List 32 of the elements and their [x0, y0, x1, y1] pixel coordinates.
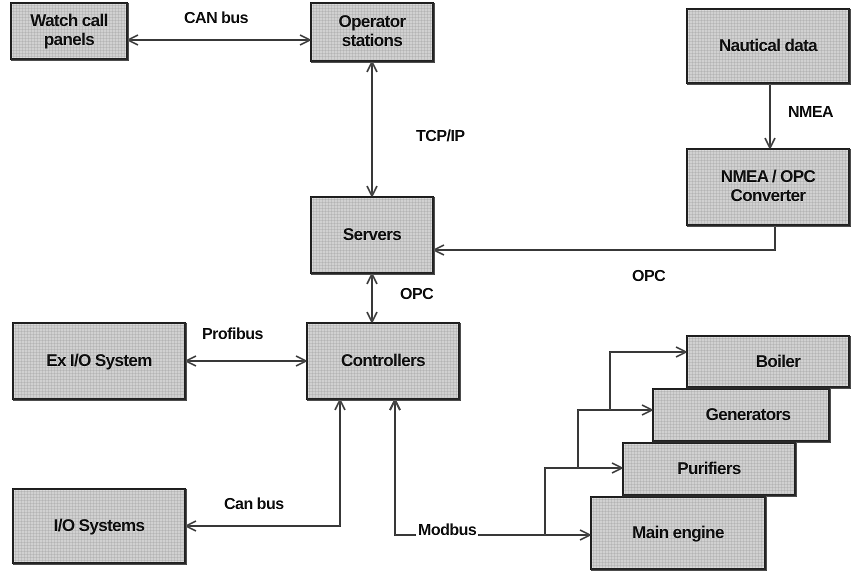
- process-box: [652, 388, 830, 442]
- connector-arrow: [389, 346, 687, 536]
- connector-arrow: [127, 34, 311, 46]
- process-box: [686, 335, 850, 388]
- node-label: Watch call panels: [29, 12, 109, 50]
- connector-arrow: [185, 355, 307, 367]
- process-box: [590, 496, 766, 570]
- process-box: [310, 196, 434, 274]
- node-label: Purifiers: [677, 460, 741, 478]
- process-box: [12, 322, 186, 400]
- process-box: [686, 148, 850, 226]
- connector-arrow: [433, 226, 776, 256]
- node-label: Nautical data: [718, 36, 817, 56]
- process-box: [686, 8, 850, 84]
- node-label: Operator stations: [338, 13, 407, 51]
- process-box: [10, 2, 128, 60]
- node-label: Main engine: [632, 524, 724, 542]
- process-box: [622, 442, 796, 496]
- node-label: Boiler: [756, 352, 800, 372]
- connector-arrow: [366, 61, 378, 197]
- connector-arrow: [185, 399, 346, 532]
- connector-arrow: [366, 273, 378, 323]
- connector-arrow: [764, 84, 776, 149]
- node-label: Servers: [342, 226, 402, 244]
- process-box: [12, 488, 186, 564]
- process-box: [310, 2, 434, 62]
- node-label: Generators: [706, 406, 790, 424]
- node-label: Controllers: [340, 352, 426, 370]
- node-label: NMEA / OPC Converter: [720, 168, 816, 206]
- node-label: Ex I/O System: [46, 352, 152, 370]
- node-label: I/O Systems: [54, 516, 144, 536]
- process-box: [306, 322, 460, 400]
